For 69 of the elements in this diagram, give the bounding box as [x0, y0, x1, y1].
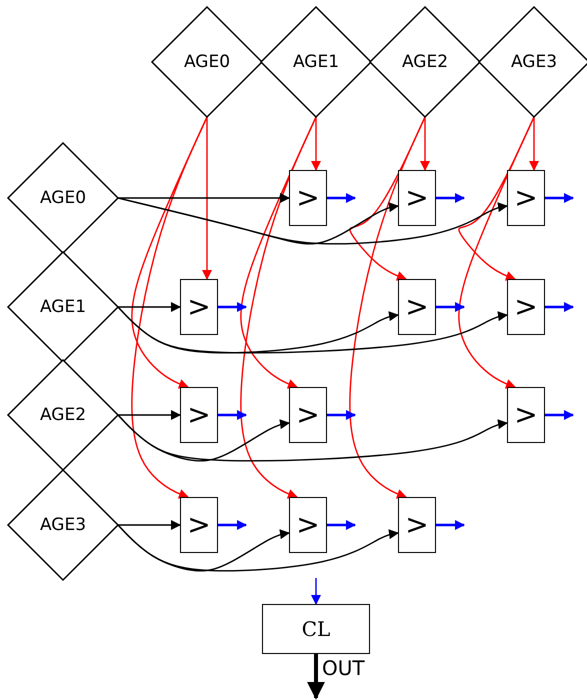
comparator-label: >	[514, 184, 538, 212]
arrow	[118, 410, 181, 420]
comparator-label: >	[514, 401, 538, 429]
input-diamond	[8, 360, 118, 470]
comparator-box	[180, 387, 218, 443]
node-label: AGE1	[292, 52, 340, 72]
comparator-label: >	[405, 293, 429, 321]
node-label: AGE1	[40, 297, 86, 317]
input-diamond	[479, 7, 587, 117]
comparator-box	[507, 279, 545, 335]
comparator-box	[289, 170, 327, 226]
arrow	[118, 197, 508, 245]
node-label: AGE0	[184, 52, 230, 72]
comparator-label: >	[187, 511, 211, 539]
node-label: AGE3	[510, 52, 558, 72]
comparator-label: >	[296, 184, 320, 212]
arrow	[311, 117, 321, 171]
comparator-box	[289, 387, 327, 443]
input-diamond	[370, 7, 480, 117]
comparator-label: >	[514, 293, 538, 321]
arrow	[118, 414, 508, 462]
arrow	[118, 302, 181, 312]
arrow	[118, 306, 508, 354]
comparator-box	[180, 279, 218, 335]
comparator-label: >	[296, 401, 320, 429]
node-label: AGE2	[40, 405, 86, 425]
node-label: AGE3	[40, 515, 86, 535]
comparator-label: >	[187, 401, 211, 429]
arrow	[545, 193, 574, 203]
comparator-box	[398, 170, 436, 226]
arrow	[202, 117, 212, 280]
arrow	[458, 116, 535, 389]
comparator-box	[507, 170, 545, 226]
comparator-box	[180, 497, 218, 553]
arrow	[327, 193, 356, 203]
arrow	[436, 193, 465, 203]
arrow	[307, 654, 325, 700]
input-diamond	[261, 7, 371, 117]
arrow	[131, 116, 208, 499]
input-diamond	[152, 7, 262, 117]
input-diamond	[8, 252, 118, 362]
comparator-box	[398, 279, 436, 335]
arrow	[218, 520, 247, 530]
comparator-label: >	[405, 511, 429, 539]
arrow	[420, 117, 430, 171]
arrow	[545, 302, 574, 312]
comparator-label: >	[187, 293, 211, 321]
arrow	[349, 116, 426, 499]
arrow	[118, 193, 290, 203]
node-label: AGE2	[402, 52, 448, 72]
output-box	[262, 604, 370, 654]
arrow	[529, 117, 539, 171]
input-diamond	[8, 143, 118, 253]
comparator-label: >	[405, 184, 429, 212]
arrow	[118, 524, 399, 572]
arrow	[240, 116, 317, 499]
input-diamond	[8, 470, 118, 580]
arrow	[311, 578, 321, 605]
comparator-label: >	[296, 511, 320, 539]
arrow	[118, 520, 181, 530]
comparator-box	[289, 497, 327, 553]
comparator-box	[398, 497, 436, 553]
arrow	[327, 520, 356, 530]
arrow	[545, 410, 574, 420]
arrow	[436, 520, 465, 530]
node-label: AGE0	[40, 188, 86, 208]
node-label: CL	[302, 617, 330, 641]
comparator-box	[507, 387, 545, 443]
output-label: OUT	[322, 658, 365, 678]
